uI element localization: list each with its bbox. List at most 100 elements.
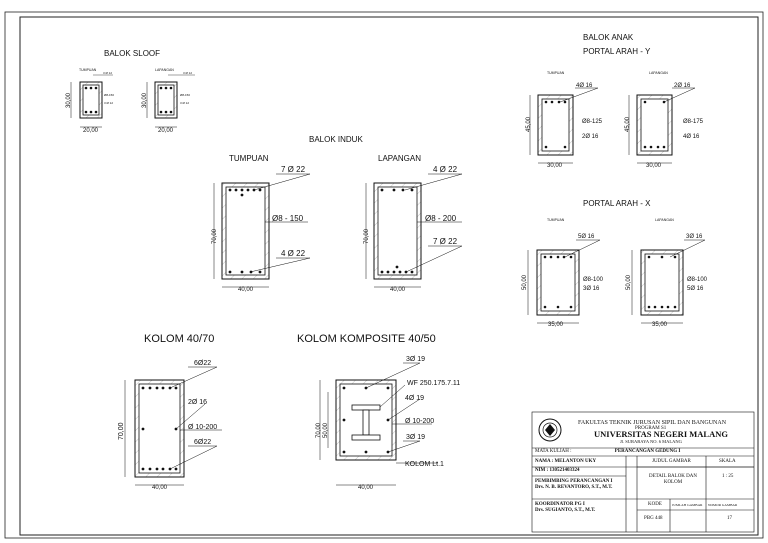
sloof-t-top-label: 3 Ø 12 [103,71,112,75]
tb-skala-label-text: SKALA [719,459,736,464]
px-lapangan-bars [647,255,677,309]
tb-nomor-label-text: NOMOR GAMBAR [708,503,738,507]
induk-tumpuan-bars [228,188,262,274]
tb-name: NAMA : MELANTON UKY [535,459,597,464]
px-tumpuan-stirrup [540,253,576,312]
section-balok-induk: BALOK INDUK TUMPUAN LAPANGAN 7 Ø 22 Ø8 -… [212,135,463,293]
sloof-l-mid-label: Ø8-150 [180,93,190,97]
tb-course-value: PERANCANGAN GEDUNG I [614,449,681,454]
section-kolom-komposite: KOLOM KOMPOSITE 40/50 3Ø 19 WF 250.175.7… [297,333,460,491]
komposite-bars [342,386,390,454]
sloof-lapangan-label: LAPANGAN [155,68,174,72]
kolom-bot-label: 6Ø22 [194,439,211,446]
induk-lapangan-bars [380,188,414,274]
section-balok-sloof: BALOK SLOOF TUMPUAN 3 Ø 12 Ø8-150 3 Ø 12… [66,49,195,134]
induk-t-bot-label: 4 Ø 22 [281,249,306,258]
komposite-top-label: 3Ø 19 [406,356,425,363]
px-t-stir-label: Ø8-100 [583,277,604,283]
section-kolom: KOLOM 40/70 6Ø22 2Ø 16 Ø 10-200 6Ø22 70,… [118,333,222,491]
tb-address: Jl. SURABAYA NO. 6 MALANG [620,439,682,445]
komposite-dim-h-inner: 50,00 [323,422,329,438]
sloof-t-dim-w: 20,00 [83,128,99,134]
sloof-l-dim-h: 30,00 [142,92,148,108]
title-kolom: KOLOM 40/70 [144,333,214,345]
tb-faculty: FAKULTAS TEKNIK JURUSAN SIPIL DAN BANGUN… [578,420,726,426]
px-l-top-label: 3Ø 16 [686,234,703,240]
py-l-dim-h: 45,00 [625,116,631,132]
induk-tumpuan-stirrup [225,186,266,276]
sloof-tumpuan-stirrup [82,84,100,116]
tb-judul-label-text: JUDUL GAMBAR [652,459,691,464]
py-tumpuan-label: TUMPUAN [547,71,565,75]
tb-advisor-name: Drs. N. B. REVANTORO, S.T., M.T. [535,485,613,490]
tb-skala-label: SKALA [719,459,736,465]
py-t-bot-label: 2Ø 16 [582,134,599,140]
title-portal-y: PORTAL ARAH - Y [583,47,651,56]
induk-l-bot-label: 7 Ø 22 [433,237,458,246]
px-l-dim-h: 50,00 [626,274,632,290]
title-balok-anak: BALOK ANAK [583,33,634,42]
kolom-dim-h: 70,00 [118,422,125,440]
tb-jumlah-label-text: JUMLAH GAMBAR [672,503,703,507]
title-portal-x: PORTAL ARAH - X [583,199,651,208]
komposite-dim-h-outer: 70,00 [316,422,322,438]
tb-nomor-label: NOMOR GAMBAR [708,502,737,508]
wf-steel-profile [351,404,381,441]
tb-kode-label-text: KODE [648,502,662,507]
tb-program: PROGRAM S1 [635,426,666,432]
sloof-t-bot-label: 3 Ø 12 [104,101,113,105]
tb-nomor-value-text: 17 [727,516,732,521]
sloof-lapangan-stirrup [157,84,175,116]
komposite-floor-label: KOLOM Lt.1 [405,461,444,468]
komposite-wf-label: WF 250.175.7.11 [407,380,460,387]
induk-l-dim-h: 70,00 [364,228,370,244]
tb-program-text: PROGRAM S1 [635,426,667,431]
tb-judul-value: DETAIL BALOK DAN KOLOM [645,474,701,486]
sloof-t-mid-label: Ø8-150 [104,93,114,97]
tb-advisor: PEMBIMBING PERANCANGAN I Drs. N. B. REVA… [535,479,613,491]
py-l-stir-label: Ø8-175 [683,119,704,125]
tb-faculty-text: FAKULTAS TEKNIK JURUSAN SIPIL DAN BANGUN… [578,420,727,426]
px-lapangan-label: LAPANGAN [655,218,674,222]
px-lapangan-stirrup [644,253,680,312]
sheet-border [4,11,764,539]
py-lapangan-stirrup [640,98,669,152]
px-l-dim-w: 35,00 [652,322,668,328]
sheet-frame [19,16,759,536]
komposite-stir-label: Ø 10-200 [405,418,434,425]
py-tumpuan-bars [544,100,567,149]
tb-kode-label: KODE [648,502,662,508]
tb-skala-value: 1 : 25 [722,474,733,480]
px-tumpuan-label: TUMPUAN [547,218,565,222]
kolom-side-label: 2Ø 16 [188,399,207,406]
induk-tumpuan-label: TUMPUAN [229,154,269,163]
induk-l-stir-label: Ø8 - 200 [425,214,457,223]
section-balok-anak-y: BALOK ANAK PORTAL ARAH - Y TUMPUAN LAPAN… [526,33,704,169]
py-t-dim-h: 45,00 [526,116,532,132]
tb-kode-value: PBG 448 [644,516,662,522]
university-logo [538,418,562,442]
induk-t-dim-h: 70,00 [212,228,218,244]
induk-lapangan-label: LAPANGAN [378,154,421,163]
tb-coordinator-label: KOORDINATOR PG I [535,502,585,507]
sloof-lapangan-bars [159,86,173,114]
sloof-t-dim-h: 30,00 [66,92,72,108]
induk-l-dim-w: 40,00 [390,287,406,293]
py-l-top-label: 2Ø 16 [674,83,691,89]
px-t-dim-h: 50,00 [522,274,528,290]
kolom-top-label: 6Ø22 [194,360,211,367]
py-lapangan-bars [643,100,666,149]
sloof-tumpuan-label: TUMPUAN [79,68,97,72]
kolom-dim-w: 40,00 [152,485,168,491]
sloof-l-dim-w: 20,00 [158,128,174,134]
tb-university: UNIVERSITAS NEGERI MALANG [594,430,728,439]
tb-skala-value-text: 1 : 25 [722,474,734,479]
induk-t-stir-label: Ø8 - 150 [272,214,304,223]
py-t-top-label: 4Ø 16 [576,83,593,89]
title-block [531,411,755,533]
kolom-stir-label: Ø 10-200 [188,424,217,431]
py-t-stir-label: Ø8-125 [582,119,603,125]
tb-nomor-value: 17 [727,516,732,522]
tb-university-text: UNIVERSITAS NEGERI MALANG [594,429,728,439]
